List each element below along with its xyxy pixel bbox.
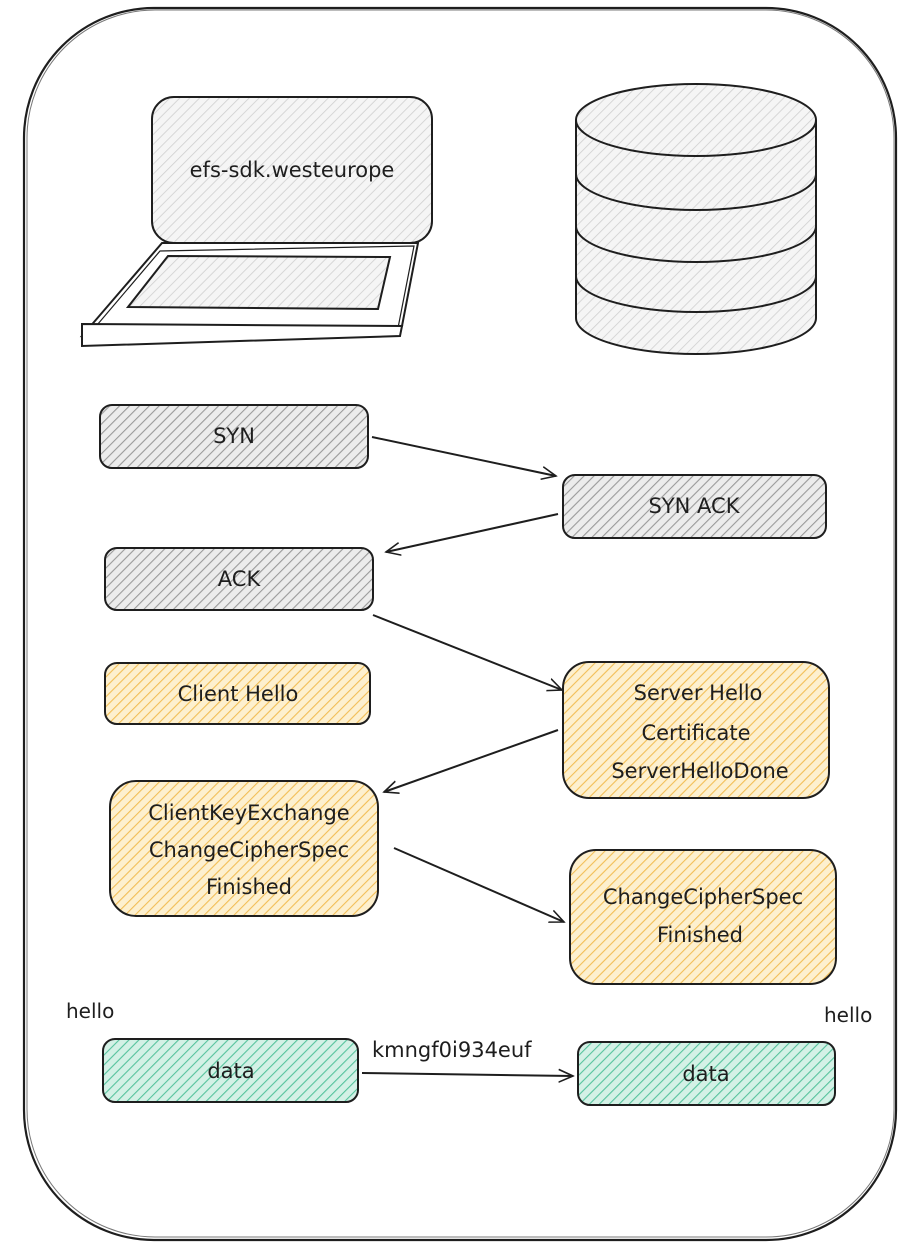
client-hello-box: Client Hello <box>104 662 371 725</box>
client-key-exchange-line-2: ChangeCipherSpec <box>149 838 349 862</box>
server-finished-box: ChangeCipherSpec Finished <box>569 849 837 985</box>
client-key-exchange-box: ClientKeyExchange ChangeCipherSpec Finis… <box>109 780 379 917</box>
right-plaintext: hello <box>824 1003 872 1027</box>
left-data-box: data <box>102 1038 359 1103</box>
left-data-label: data <box>207 1059 254 1083</box>
ack-label: ACK <box>218 567 262 591</box>
ack-box: ACK <box>104 547 374 611</box>
arrow-server-hello-to-client-key-exchange <box>384 729 559 792</box>
right-data-label: data <box>682 1062 729 1086</box>
right-data-box: data <box>577 1041 836 1106</box>
syn-label: SYN <box>213 424 255 448</box>
client-key-exchange-line-3: Finished <box>206 875 292 899</box>
client-hello-label: Client Hello <box>178 682 299 706</box>
laptop-icon <box>79 96 433 348</box>
syn-ack-box: SYN ACK <box>562 474 827 539</box>
client-key-exchange-line-1: ClientKeyExchange <box>148 801 349 825</box>
arrow-data-to-data <box>361 1073 573 1076</box>
outer-container <box>22 6 898 1242</box>
server-hello-line-1: Server Hello <box>634 681 763 705</box>
syn-box: SYN <box>99 404 369 469</box>
database-icon <box>575 83 817 355</box>
left-plaintext: hello <box>66 999 114 1023</box>
ciphertext-label: kmngf0i934euf <box>372 1038 532 1062</box>
syn-ack-label: SYN ACK <box>649 494 741 518</box>
arrow-ack-to-server-hello <box>372 614 562 690</box>
server-finished-line-1: ChangeCipherSpec <box>603 885 803 909</box>
arrow-syn-ack-to-ack <box>386 513 559 552</box>
server-hello-line-2: Certificate <box>641 721 750 745</box>
server-finished-line-2: Finished <box>657 923 743 947</box>
server-hello-line-3: ServerHelloDone <box>611 759 788 783</box>
client-label: efs-sdk.westeurope <box>190 158 395 182</box>
arrow-client-key-exchange-to-server-finished <box>393 847 564 922</box>
server-hello-box: Server Hello Certificate ServerHelloDone <box>562 661 830 799</box>
arrow-syn-to-syn-ack <box>371 436 556 476</box>
